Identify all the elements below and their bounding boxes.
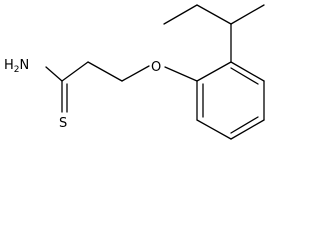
- bond-n-c1: [45, 66, 63, 82]
- bond-ch2-ch3: [163, 4, 198, 25]
- ring-bond-4: [230, 119, 265, 140]
- bond-c3-o: [121, 65, 150, 82]
- chemical-structure: H2N S O: [4, 4, 265, 140]
- oxygen-label: O: [151, 60, 161, 75]
- sulfur-label: S: [59, 116, 67, 131]
- amine-label: H2N: [4, 58, 29, 75]
- bond-c2-c3: [87, 61, 123, 82]
- bond-o-ring: [164, 66, 198, 82]
- ring-bond-1: [196, 61, 232, 82]
- ring-bond-2: [230, 61, 265, 82]
- ring-bond-5: [196, 119, 232, 140]
- bond-c1-c2: [61, 61, 89, 82]
- bonds: [45, 4, 265, 140]
- ring-double-2: [230, 116, 259, 134]
- bond-ch-ch3: [230, 4, 265, 25]
- bond-ch-ch2: [196, 4, 232, 25]
- atom-labels: H2N S O: [4, 58, 161, 131]
- ring-double-1: [230, 67, 259, 85]
